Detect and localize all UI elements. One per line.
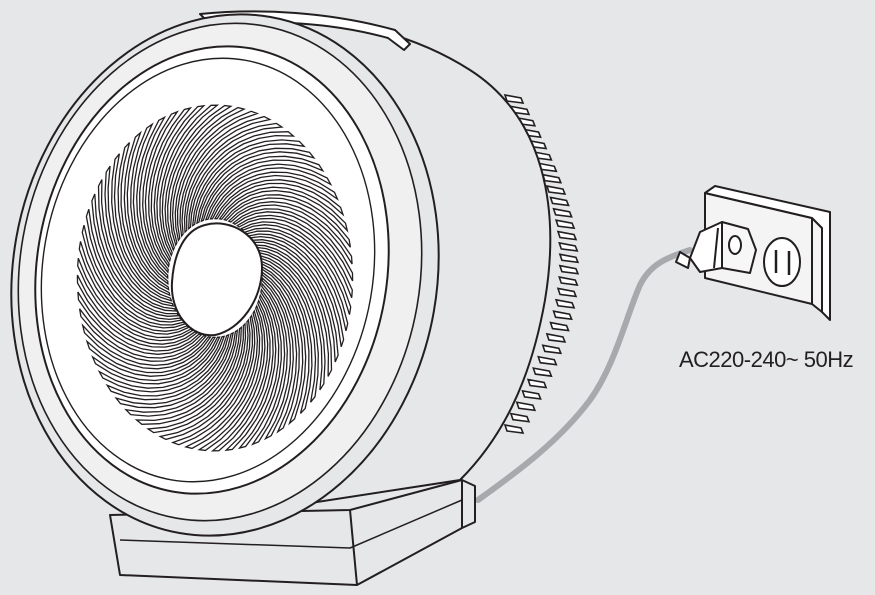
rear-fin — [549, 321, 570, 332]
grille-blade — [187, 131, 296, 230]
grille-blade — [146, 322, 247, 434]
grille-blade — [210, 299, 271, 452]
rear-fin — [503, 423, 525, 434]
grille-blade — [97, 179, 177, 312]
grille-blade — [78, 308, 207, 362]
grille-blade — [240, 221, 352, 315]
fan-rear-fins — [503, 93, 580, 434]
grille-blade — [153, 104, 206, 263]
grille-blade — [184, 309, 261, 450]
rear-fin — [509, 412, 531, 423]
grille-blade — [111, 153, 173, 302]
grille-blade — [117, 142, 171, 297]
fan-base — [109, 479, 476, 586]
grille-blade — [148, 106, 193, 269]
grille-blade — [134, 326, 243, 425]
grille-blade — [158, 318, 251, 441]
grille-blade — [236, 214, 353, 299]
rear-fin — [558, 253, 580, 264]
rear-fin — [558, 276, 579, 287]
grille-blade — [253, 244, 333, 377]
grille-blade — [231, 208, 354, 282]
rear-fin — [558, 241, 579, 252]
grille-blade — [209, 171, 339, 220]
grille-blade — [250, 239, 339, 363]
grille-blade — [250, 282, 288, 446]
rear-fin — [545, 184, 567, 195]
grille-blade — [169, 106, 246, 247]
grille-blade — [261, 276, 294, 441]
grille-blade — [105, 333, 230, 401]
grille-blade — [223, 194, 352, 248]
rear-fin — [515, 401, 537, 412]
grille-blade — [261, 270, 300, 434]
grille-blade — [142, 110, 180, 274]
fan-grille — [76, 104, 354, 452]
grille-blade — [197, 304, 266, 452]
grille-blade — [124, 329, 239, 417]
rear-fin — [526, 378, 548, 389]
grille-blade — [218, 186, 349, 233]
wall-socket-icon — [704, 185, 831, 321]
power-cord-icon — [475, 247, 693, 503]
grille-blade — [247, 233, 345, 348]
grille-blade — [85, 208, 183, 323]
grille-blade — [76, 274, 199, 348]
rear-fin — [521, 389, 542, 400]
grille-blade — [91, 193, 180, 317]
grille-blade — [213, 179, 345, 220]
grille-blade — [183, 122, 284, 234]
grille-blade — [260, 265, 307, 426]
rear-fin — [554, 219, 576, 230]
rear-fin — [503, 93, 525, 104]
grille-blade — [78, 241, 190, 335]
grille-blade — [85, 336, 217, 377]
grille-blade — [259, 259, 313, 414]
grille-blade — [81, 323, 212, 370]
grille-blade — [204, 163, 333, 221]
power-plug-icon — [675, 221, 757, 274]
grille-blade — [164, 104, 233, 252]
fan-center-hub — [170, 222, 264, 337]
grille-blade — [77, 291, 203, 355]
rear-fin — [532, 367, 553, 378]
grille-blade — [170, 314, 256, 446]
grille-blade — [243, 227, 349, 332]
grille-blade — [224, 293, 277, 452]
grille-blade — [255, 249, 326, 391]
grille-blade — [81, 224, 187, 329]
rear-fin — [554, 298, 576, 309]
grille-blade — [179, 115, 272, 238]
grille-blade — [159, 104, 220, 257]
rear-fin — [541, 173, 563, 184]
rear-fin — [541, 344, 563, 355]
grille-blade — [191, 139, 306, 227]
rear-fin — [545, 332, 567, 343]
grille-blade — [104, 165, 175, 307]
grille-blade — [123, 130, 170, 291]
grille-blade — [97, 335, 226, 393]
rear-fin — [552, 207, 573, 218]
rear-fin — [552, 310, 573, 321]
grille-blade — [196, 147, 316, 225]
grille-blade — [200, 155, 325, 223]
grille-blade — [174, 110, 260, 242]
rear-fin — [556, 287, 578, 298]
rear-fin — [556, 230, 578, 241]
grille-blade — [114, 331, 234, 409]
grille-blade — [77, 257, 194, 342]
grille-blade — [237, 287, 282, 450]
rear-fin — [537, 355, 558, 366]
rear-fin — [558, 264, 580, 275]
grille-blade — [130, 122, 169, 286]
voltage-label: AC220-240~ 50Hz — [679, 347, 853, 372]
grille-blade — [91, 336, 221, 385]
rear-fin — [549, 196, 570, 207]
grille-blade — [136, 115, 169, 280]
grille-blade — [257, 254, 319, 403]
grille-blade — [227, 201, 353, 265]
